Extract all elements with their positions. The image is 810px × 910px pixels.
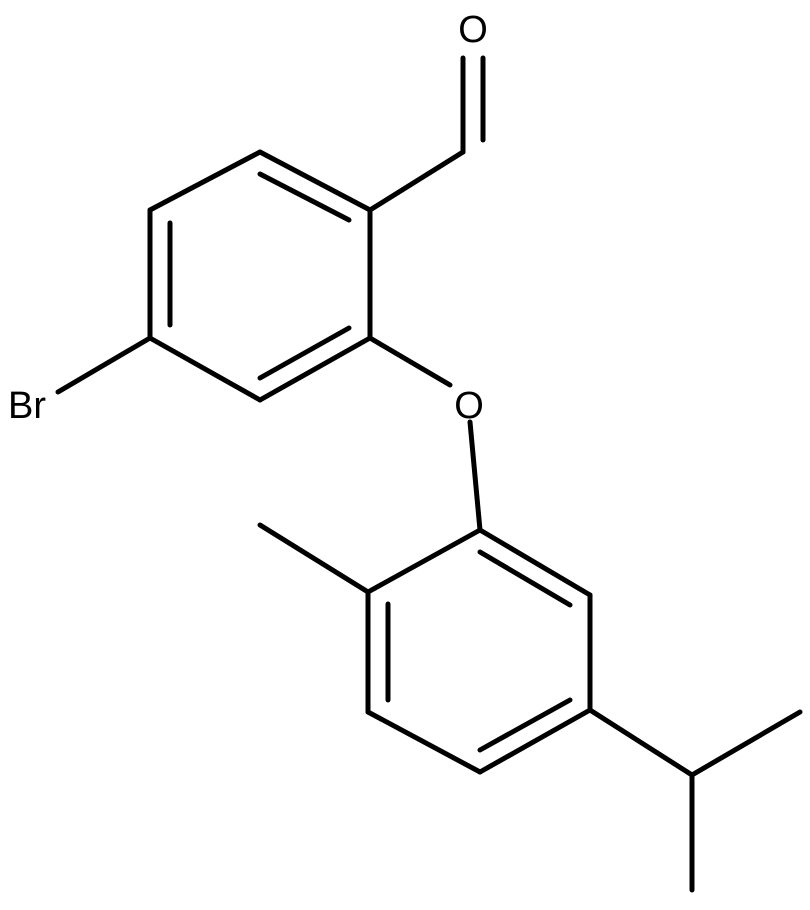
isopropyl-branch-up xyxy=(689,709,803,778)
ring1-bond-c5-c6-inner xyxy=(257,325,352,381)
ring1-bond-c4-c5 xyxy=(147,335,263,403)
ring2-bond-c3-c4 xyxy=(477,707,593,775)
ring1-bond-c2-c3 xyxy=(147,149,263,213)
bond-ring1-c1-to-cho xyxy=(367,149,466,213)
bond-ring1-c4-to-br xyxy=(55,335,153,395)
ring2-bond-c3-c4-inner xyxy=(477,697,573,753)
bond-ring2-c6-to-methyl xyxy=(257,522,371,595)
ring1-bond-c1-c2 xyxy=(257,149,373,213)
bond-ring1-c6-to-o xyxy=(367,335,453,388)
bond-o-to-ring2-c1 xyxy=(467,419,483,533)
ring1-bond-c5-c6 xyxy=(257,335,373,403)
ring1-bond-c1-c2-inner xyxy=(257,171,352,223)
ring2-bond-c6-c1 xyxy=(365,527,483,595)
atom-label-oxygen-carbonyl: O xyxy=(458,9,488,51)
ring2-bond-c1-c2-inner xyxy=(477,549,573,608)
bond-ring2-c3-to-isopropyl xyxy=(587,707,695,778)
atom-label-oxygen-ether: O xyxy=(454,385,484,427)
ring2-bond-c4-c5 xyxy=(365,709,483,775)
ring2-bond-c1-c2 xyxy=(477,527,593,598)
atom-label-bromine: Br xyxy=(8,385,46,427)
